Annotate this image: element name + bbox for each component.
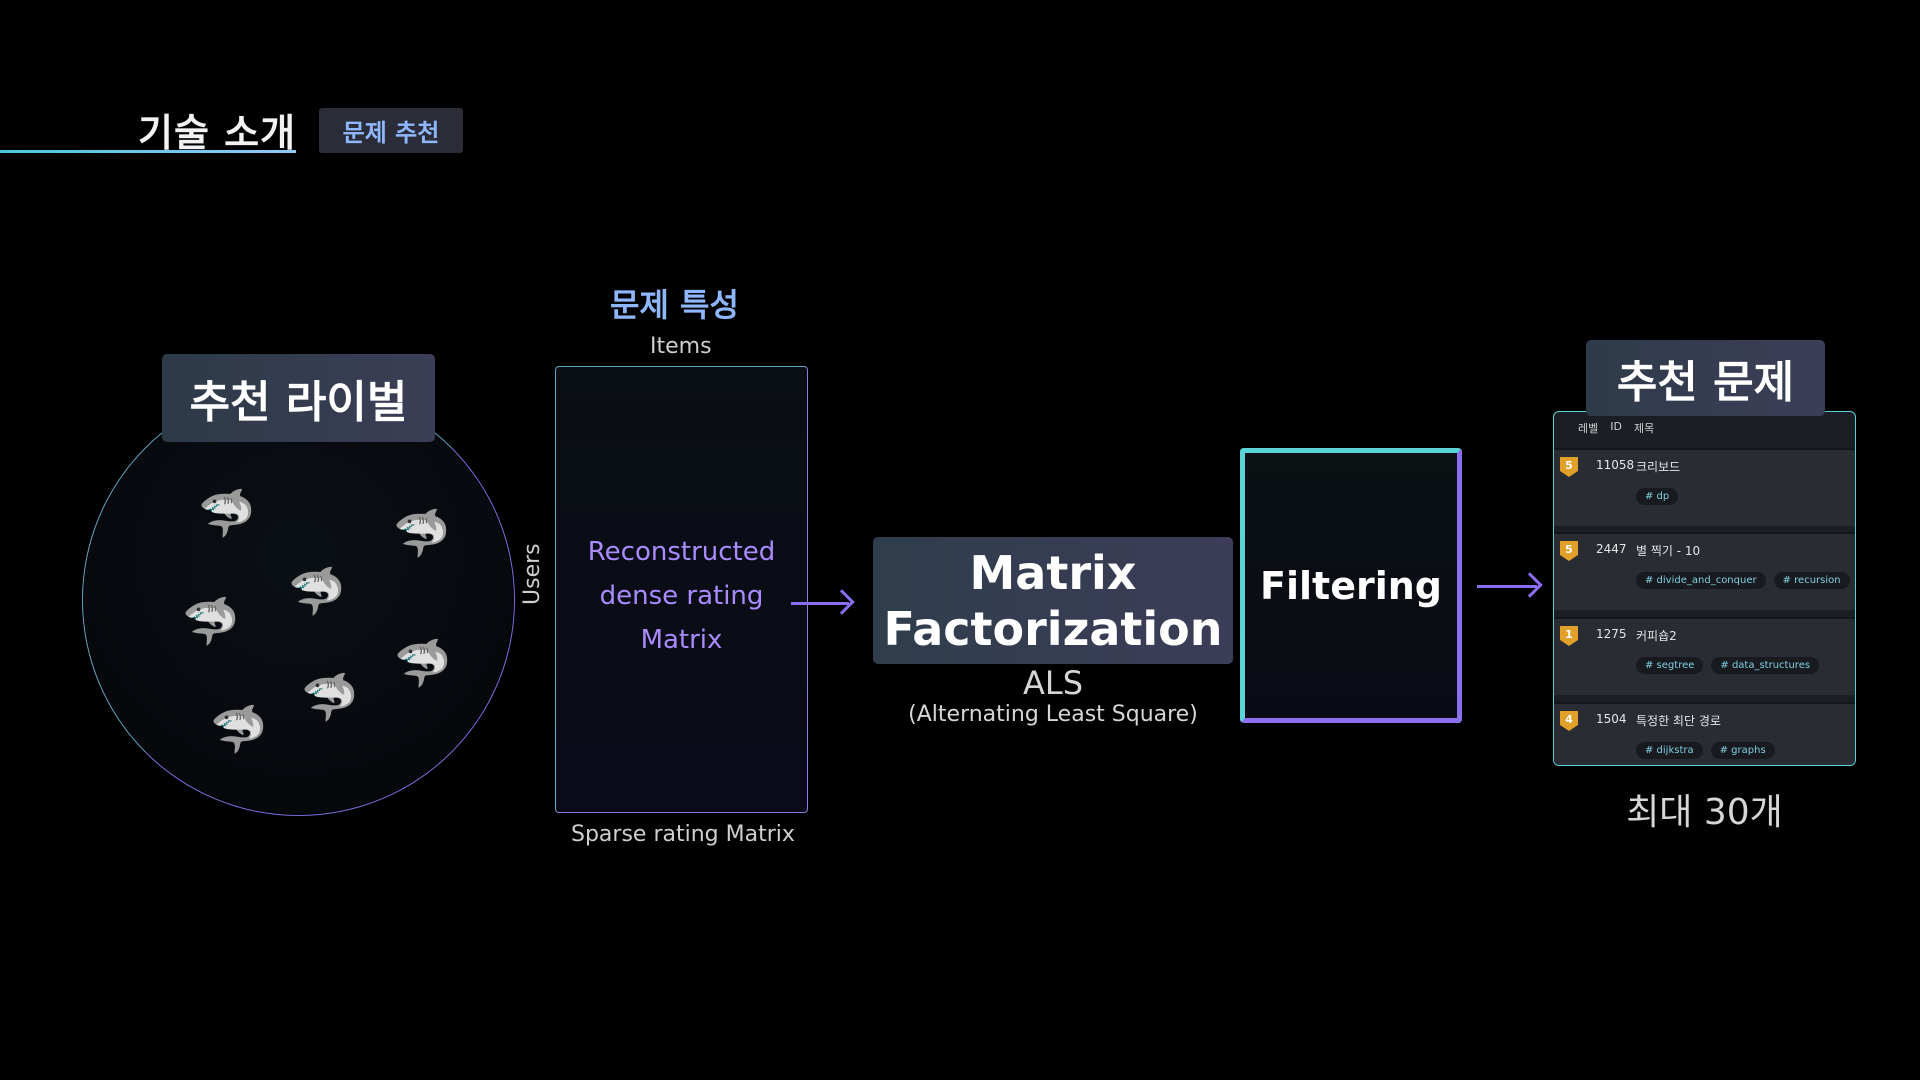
recommended-problems-title: 추천 문제 [1586,340,1825,416]
matrix-factorization-box: Matrix Factorization [873,537,1233,664]
problem-title: 크리보드 [1636,460,1681,474]
problem-id: 1504 [1596,712,1627,726]
matrix-text-line: Matrix [640,625,723,655]
items-axis-label: Items [650,334,712,359]
section-badge: 문제 추천 [319,108,463,153]
column-header: 레벨 [1578,422,1599,435]
tag-list: # divide_and_conquer # recursion [1636,572,1850,589]
shark-icon: 🦈 [288,564,346,618]
section-title: 기술 소개 [138,111,297,155]
tag-list: # dijkstra # graphs [1636,742,1775,759]
problem-features-heading: 문제 특성 [610,286,739,324]
matrix-text-line: Reconstructed [587,537,776,567]
tag[interactable]: # dp [1636,488,1679,505]
rating-matrix [555,366,808,813]
shark-icon: 🦈 [301,670,359,724]
tag[interactable]: # recursion [1773,572,1850,589]
table-row[interactable]: 5 11058 크리보드 # dp [1554,448,1855,526]
table-row[interactable]: 4 1504 특정한 최단 경로 # dijkstra # graphs [1554,702,1855,765]
column-header: 제목 [1633,422,1655,435]
sparse-matrix-label: Sparse rating Matrix [571,822,795,847]
problem-id: 1275 [1596,627,1627,641]
problem-title: 별 찍기 - 10 [1636,544,1701,558]
table-row[interactable]: 1 1275 커피숍2 # segtree # data_structures [1554,617,1855,695]
tag-list: # segtree # data_structures [1636,657,1820,674]
tag[interactable]: # divide_and_conquer [1636,572,1766,589]
als-full-label: (Alternating Least Square) [908,702,1198,727]
als-label: ALS [1022,664,1084,702]
arrow-icon [1477,585,1537,588]
tier-badge-icon: 5 [1560,541,1578,561]
shark-icon: 🦈 [393,506,451,560]
matrix-text-line: dense rating [599,581,764,611]
table-header: 레벨 ID 제목 [1578,420,1654,436]
table-row[interactable]: 5 2447 별 찍기 - 10 # divide_and_conquer # … [1554,532,1855,610]
users-axis-label: Users [520,543,545,605]
problem-id: 11058 [1596,458,1635,472]
recommended-problems-panel: 레벨 ID 제목 5 11058 크리보드 # dp 5 2447 별 찍기 -… [1553,411,1856,766]
mf-line1: Matrix [969,545,1137,600]
tag[interactable]: # dijkstra [1636,742,1703,759]
filtering-label: Filtering [1260,563,1442,608]
shark-icon: 🦈 [198,486,256,540]
mf-line2: Factorization [883,601,1223,656]
arrow-icon [791,602,849,605]
shark-icon: 🦈 [394,636,452,690]
tag-list: # dp [1636,488,1679,505]
tag[interactable]: # segtree [1636,657,1704,674]
shark-icon: 🦈 [210,702,268,756]
title-underline [0,150,296,153]
column-header: ID [1610,420,1622,433]
max-count-label: 최대 30개 [1626,792,1783,833]
problem-title: 특정한 최단 경로 [1636,714,1721,728]
problem-id: 2447 [1596,542,1627,556]
tag[interactable]: # data_structures [1711,657,1820,674]
shark-icon: 🦈 [182,594,240,648]
tier-badge-icon: 1 [1560,626,1578,646]
tier-badge-icon: 4 [1560,711,1578,731]
tier-badge-icon: 5 [1560,457,1578,477]
rival-label: 추천 라이벌 [162,354,435,442]
tag[interactable]: # graphs [1710,742,1775,759]
filtering-box: Filtering [1240,448,1462,723]
matrix-description: Reconstructed dense rating Matrix [555,530,808,662]
problem-title: 커피숍2 [1636,629,1677,643]
